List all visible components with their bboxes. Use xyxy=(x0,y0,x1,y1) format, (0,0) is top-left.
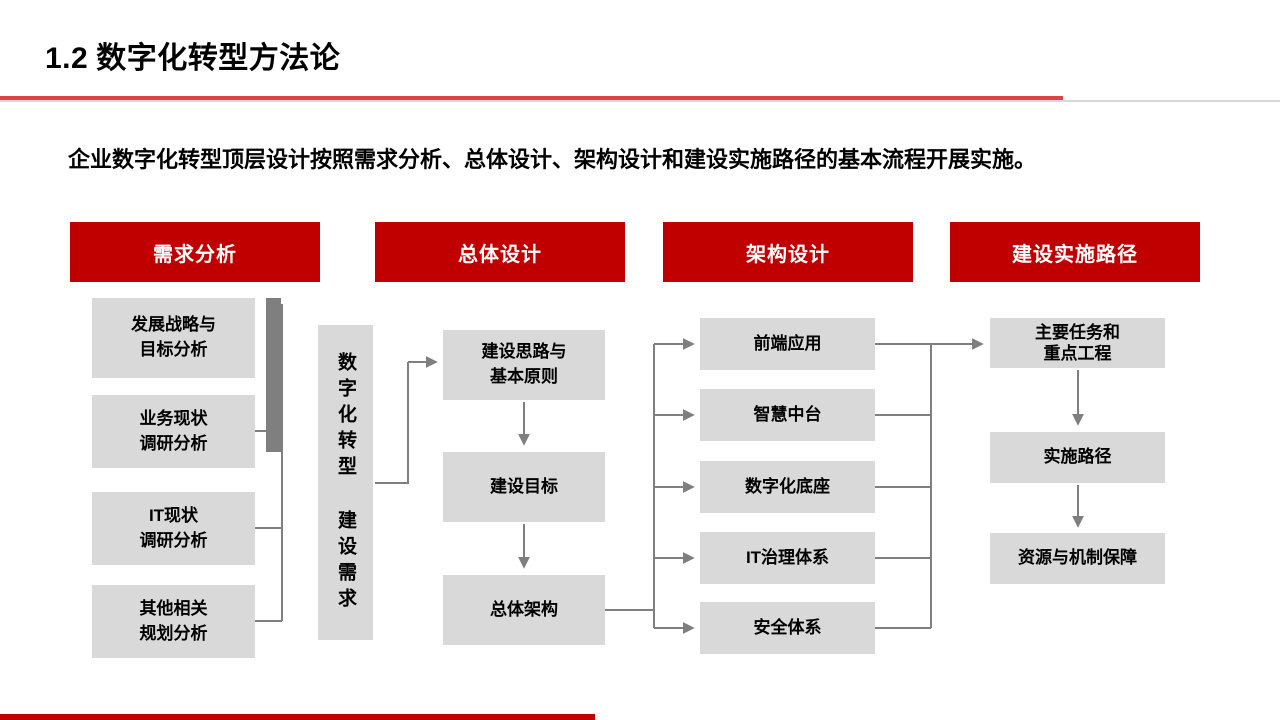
requirement-accent-bar xyxy=(266,298,281,452)
box-front-end-applications: 前端应用 xyxy=(700,318,875,370)
slide-subtitle: 企业数字化转型顶层设计按照需求分析、总体设计、架构设计和建设实施路径的基本流程开… xyxy=(68,147,1037,172)
box-strategy-goal-analysis: 发展战略与 目标分析 xyxy=(92,298,255,378)
box-other-planning-analysis: 其他相关 规划分析 xyxy=(92,585,255,658)
box-construction-ideas-principles: 建设思路与 基本原则 xyxy=(443,330,605,400)
phase-header-implementation-path: 建设实施路径 xyxy=(950,222,1200,282)
box-digital-base: 数字化底座 xyxy=(700,461,875,513)
box-implementation-path: 实施路径 xyxy=(990,432,1165,483)
phase-header-architecture-design: 架构设计 xyxy=(663,222,913,282)
box-business-status-analysis: 业务现状 调研分析 xyxy=(92,395,255,468)
box-construction-goals: 建设目标 xyxy=(443,452,605,522)
box-it-governance-system: IT治理体系 xyxy=(700,532,875,584)
box-resources-mechanism-guarantee: 资源与机制保障 xyxy=(990,533,1165,584)
box-it-status-analysis: IT现状 调研分析 xyxy=(92,492,255,565)
box-smart-middle-platform: 智慧中台 xyxy=(700,389,875,441)
phase-header-overall-design: 总体设计 xyxy=(375,222,625,282)
title-underline-red xyxy=(0,96,1063,100)
box-overall-architecture: 总体架构 xyxy=(443,575,605,645)
phase-header-requirement: 需求分析 xyxy=(70,222,320,282)
box-digital-transformation-requirements: 数字化转型 建设需求 xyxy=(318,325,373,640)
box-security-system: 安全体系 xyxy=(700,602,875,654)
title-underline-gray xyxy=(0,100,1280,102)
box-main-tasks-key-projects: 主要任务和 重点工程 xyxy=(990,318,1165,368)
section-number: 1.2 xyxy=(45,42,89,75)
footer-accent-bar xyxy=(0,714,595,720)
section-title: 数字化转型方法论 xyxy=(96,42,341,75)
